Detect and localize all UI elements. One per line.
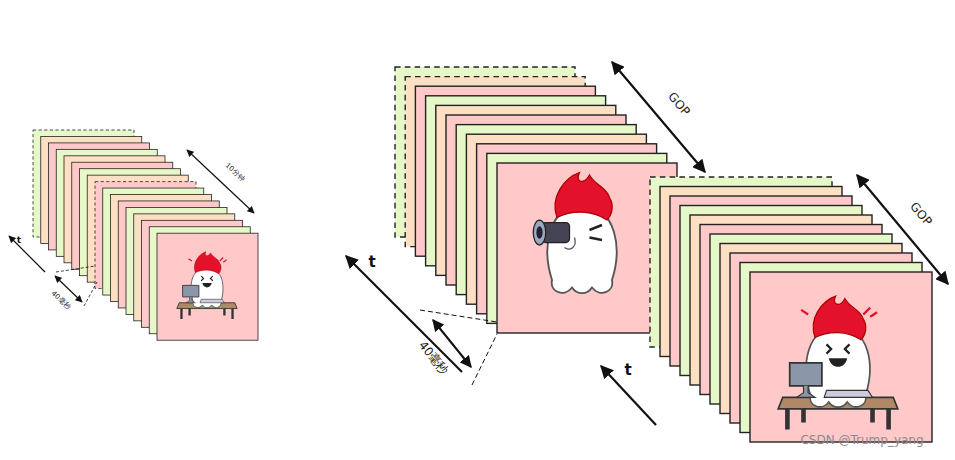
time-label: t xyxy=(17,236,21,245)
characters xyxy=(177,173,898,430)
dashed-guide xyxy=(84,282,97,306)
video-frame xyxy=(750,272,932,442)
mascot xyxy=(177,252,237,319)
duration-arrow xyxy=(187,150,254,213)
mascot xyxy=(533,173,616,294)
gop-label: GOP xyxy=(908,200,934,228)
duration-label: 40毫秒 xyxy=(49,290,71,311)
dashed-guide xyxy=(472,334,497,385)
mascot xyxy=(778,296,898,429)
gop-label: GOP xyxy=(666,90,692,118)
time-arrow xyxy=(9,236,45,272)
dashed-guide xyxy=(420,310,497,322)
dashed-guide xyxy=(56,266,95,272)
gop-arrow xyxy=(857,175,948,284)
video-frame xyxy=(157,233,258,340)
time-label: t xyxy=(624,363,631,378)
frame-stacks xyxy=(33,67,932,442)
time-label: t xyxy=(368,255,375,270)
duration-label: 10分钟 xyxy=(223,162,245,183)
arrows xyxy=(9,62,948,425)
gop-arrow xyxy=(612,62,705,172)
watermark: CSDN @Trump_yang xyxy=(800,434,923,446)
